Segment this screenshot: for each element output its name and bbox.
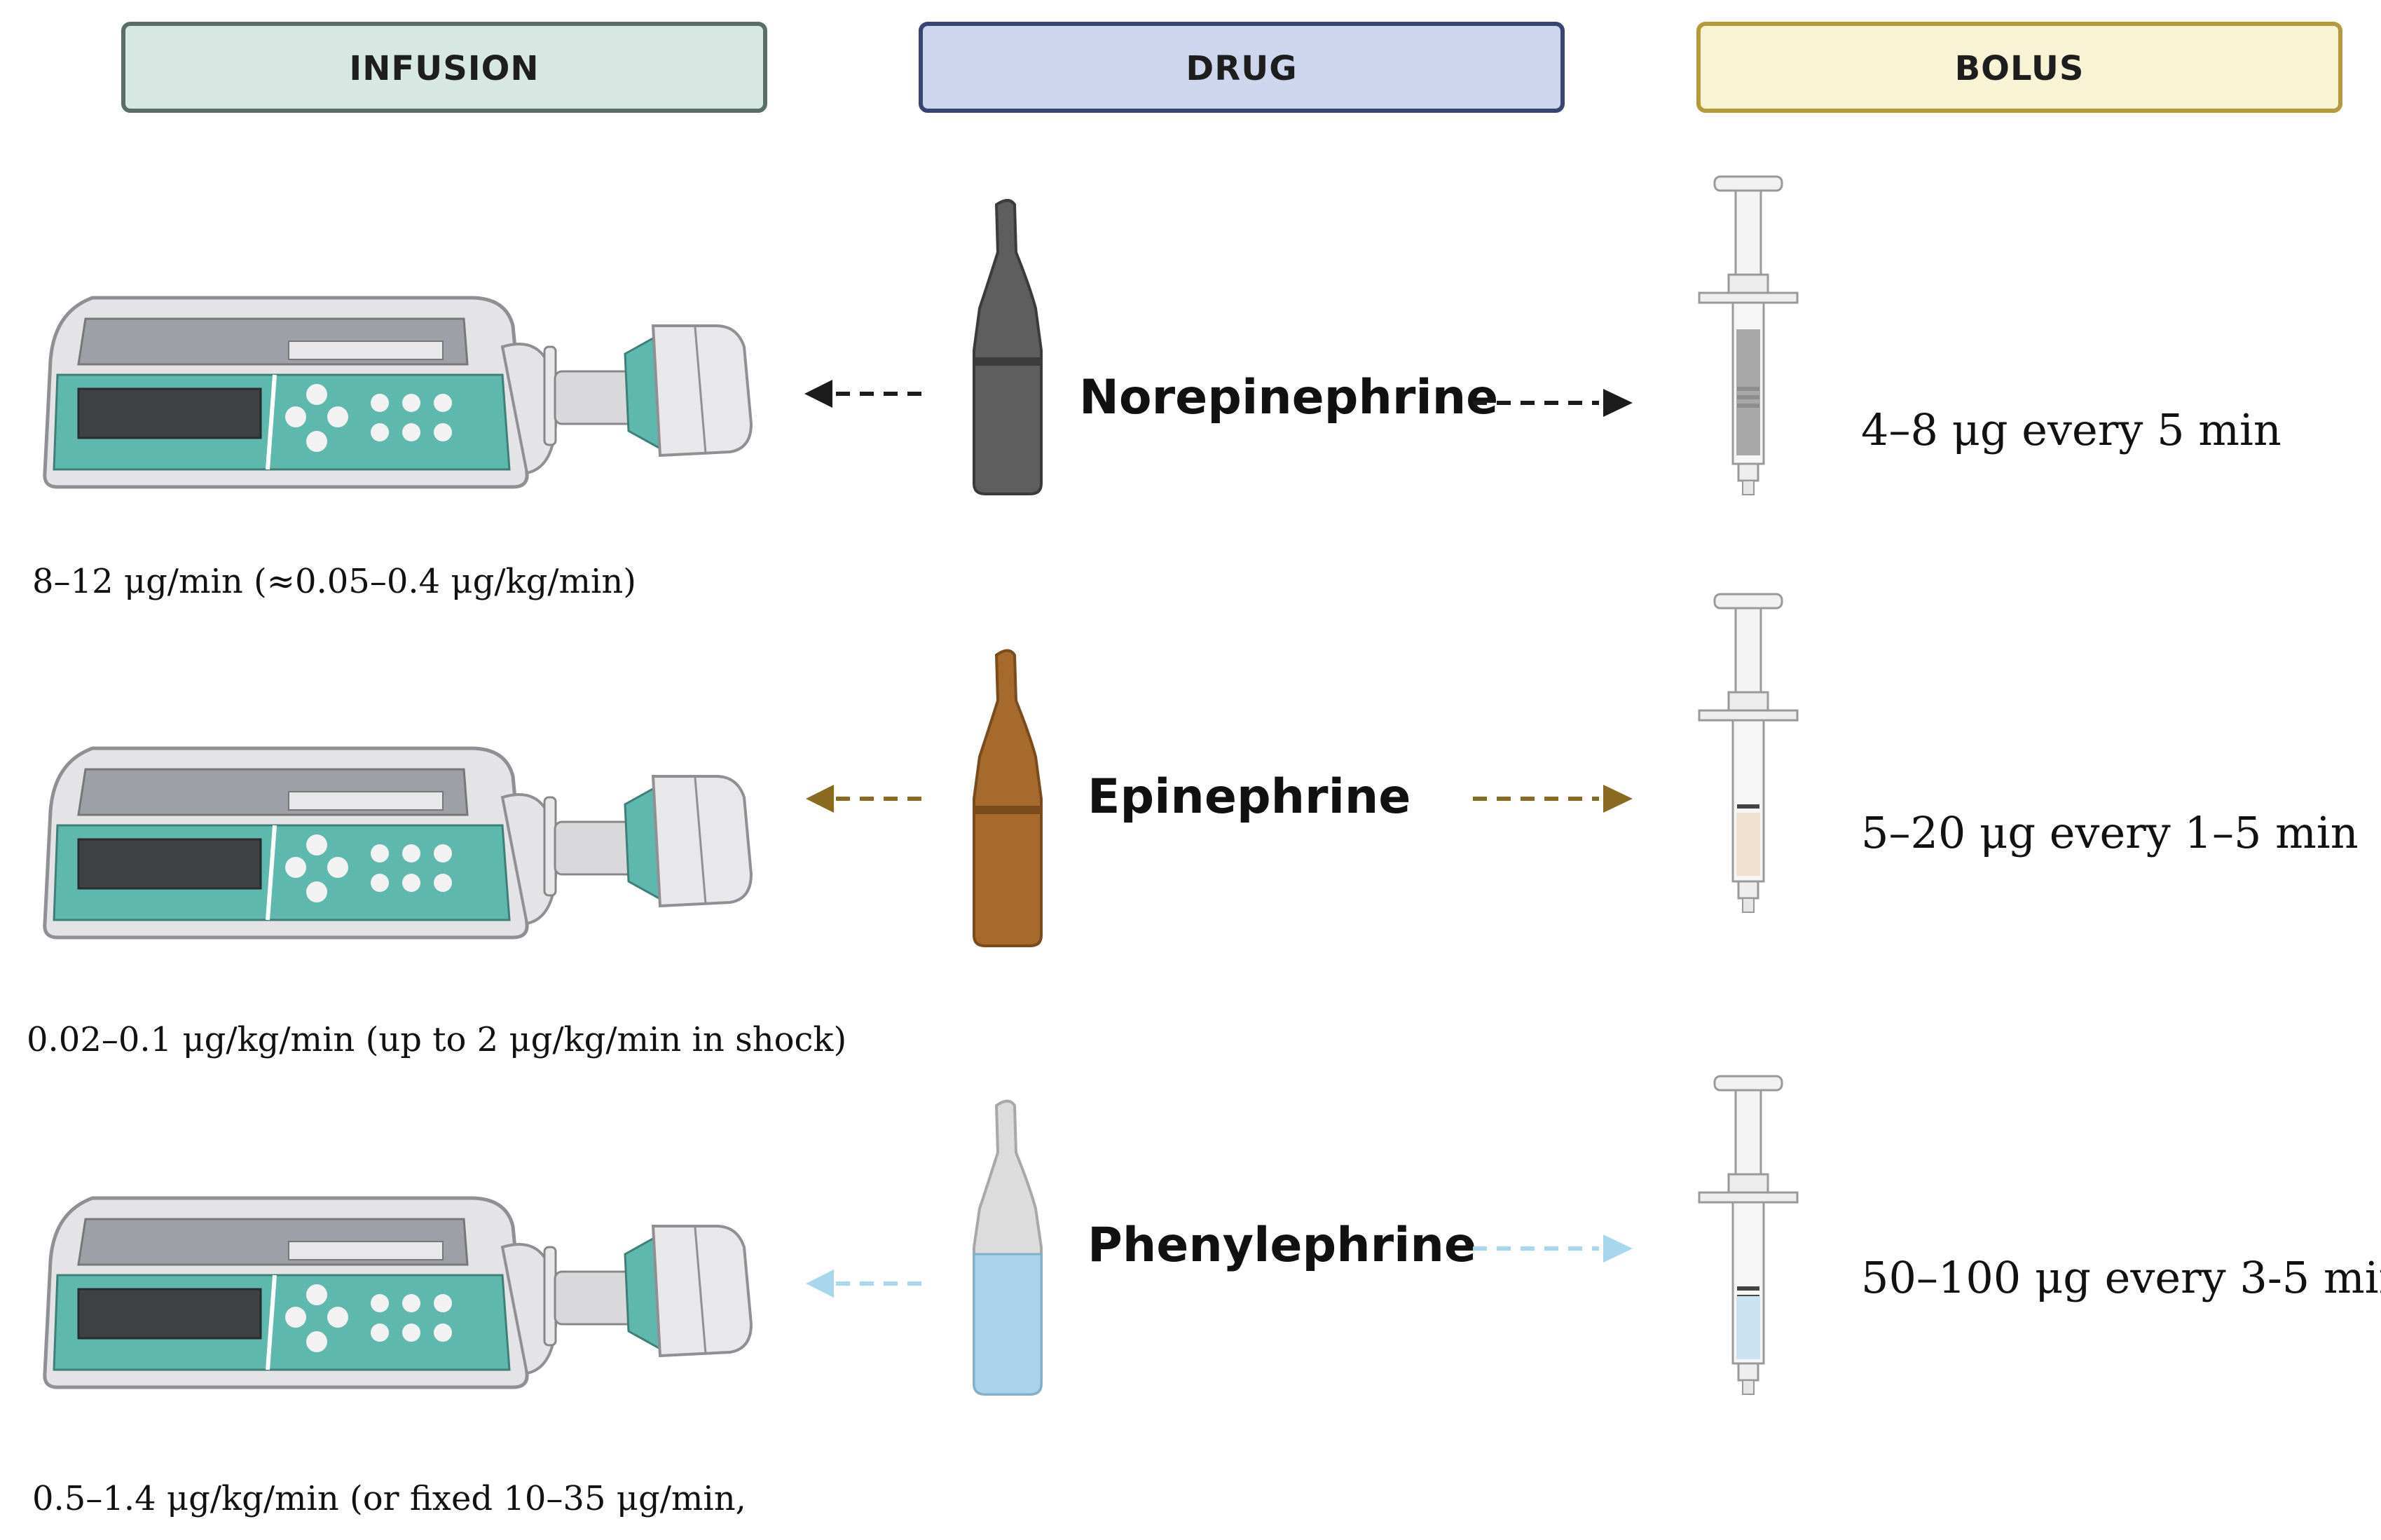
header-bolus: BOLUS — [1696, 22, 2342, 113]
header-drug: DRUG — [919, 22, 1565, 113]
row-norepinephrine: Norepinephrine 4–8 μg every 5 min 8–12 μ… — [32, 175, 2281, 601]
arrow-to-bolus — [1473, 785, 1633, 813]
drug-name: Norepinephrine — [1079, 370, 1498, 425]
row-epinephrine: Epinephrine 5–20 μg every 1–5 min 0.02–0… — [27, 593, 2359, 1059]
syringe-fluid — [1736, 329, 1760, 455]
drug-name: Epinephrine — [1087, 769, 1411, 825]
infusion-dose: 0.5–1.4 μg/kg/min (or fixed 10–35 μg/min… — [32, 1479, 746, 1518]
vial-icon — [973, 649, 1043, 947]
infusion-pump-icon — [45, 298, 751, 487]
arrow-to-bolus — [1473, 389, 1633, 417]
header-drug-label: DRUG — [1186, 49, 1297, 88]
arrow-to-bolus — [1473, 1235, 1633, 1263]
drug-name: Phenylephrine — [1087, 1218, 1476, 1273]
arrow-to-infusion — [804, 380, 921, 408]
arrow-to-infusion — [806, 785, 921, 813]
bolus-dose: 50–100 μg every 3-5 min — [1861, 1252, 2381, 1303]
infusion-pump-icon — [45, 1198, 751, 1387]
infusion-dose: 0.02–0.1 μg/kg/min (up to 2 μg/kg/min in… — [27, 1020, 846, 1059]
vial-icon — [973, 1099, 1043, 1396]
header-bolus-label: BOLUS — [1955, 49, 2085, 88]
bolus-dose: 4–8 μg every 5 min — [1861, 404, 2281, 455]
arrow-to-infusion — [806, 1270, 921, 1298]
syringe-fluid — [1736, 813, 1760, 876]
bolus-dose: 5–20 μg every 1–5 min — [1861, 807, 2359, 858]
vial-icon — [973, 199, 1043, 495]
syringe-fluid — [1736, 1296, 1760, 1359]
header-infusion: INFUSION — [121, 22, 767, 113]
header-infusion-label: INFUSION — [349, 49, 539, 88]
infusion-dose: 8–12 μg/min (≈0.05–0.4 μg/kg/min) — [32, 562, 636, 601]
infusion-pump-icon — [45, 748, 751, 937]
row-phenylephrine: Phenylephrine 50–100 μg every 3-5 min 0.… — [32, 1075, 2381, 1518]
